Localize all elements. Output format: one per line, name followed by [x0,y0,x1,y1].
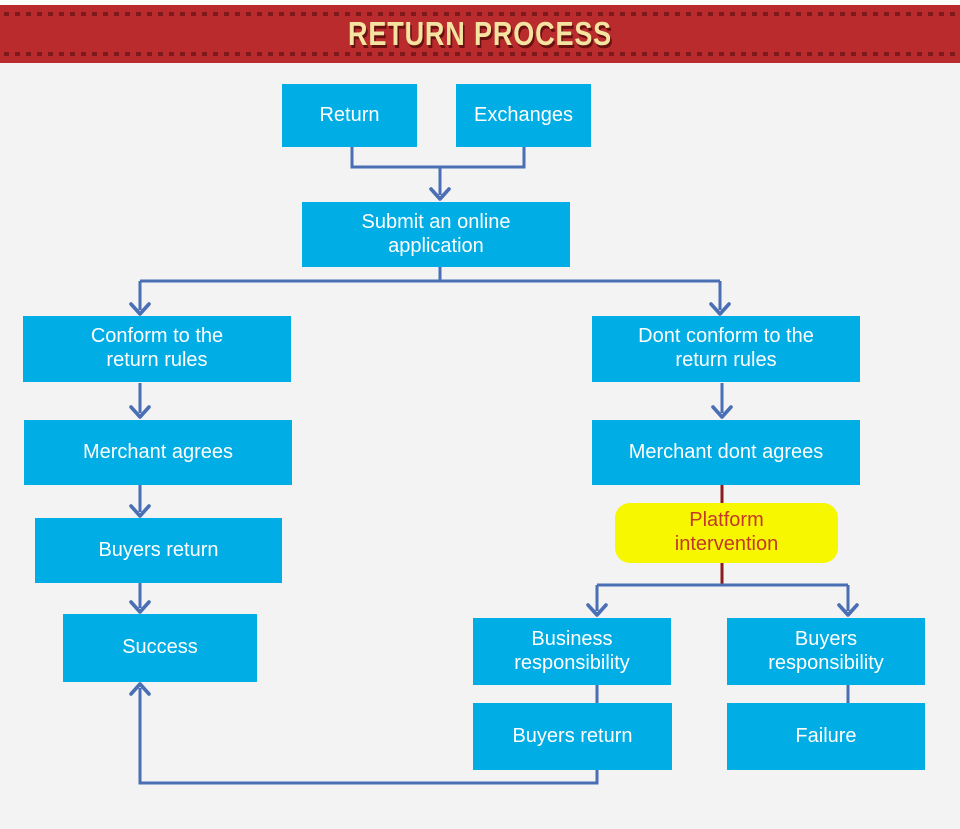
node-label: Dont conform to the return rules [638,325,814,371]
node-failure: Failure [727,703,925,770]
arrow-down-icon [586,603,608,617]
arrow-down-icon [129,405,151,419]
node-label: Exchanges [474,103,573,126]
node-label: Conform to the return rules [90,325,224,371]
arrow-down-icon [129,302,151,316]
node-label: Success [122,636,198,659]
stitch-line-bottom [4,52,956,56]
node-label: Buyers responsibility [768,627,884,674]
arrow-up-icon [129,682,151,696]
node-label: Merchant dont agrees [628,440,824,463]
node-label: Failure [795,724,857,747]
arrow-down-icon [837,603,859,617]
node-return: Return [282,84,417,147]
arrow-down-icon [129,600,151,614]
node-label: Buyers return [98,538,219,561]
node-label: Platform intervention [674,509,779,555]
node-label: Return [319,103,380,126]
node-label: Merchant agrees [82,440,234,463]
node-business-responsibility: Business responsibility [473,618,671,685]
node-label: Business responsibility [514,627,630,674]
node-submit-application: Submit an online application [302,202,570,267]
arrow-down-icon [129,504,151,518]
node-dont-conform-rules: Dont conform to the return rules [592,316,860,382]
node-buyers-return: Buyers return [35,518,282,583]
arrow-down-icon [711,405,733,419]
arrow-down-icon [709,302,731,316]
node-buyers-responsibility: Buyers responsibility [727,618,925,685]
node-platform-intervention: Platform intervention [615,503,838,563]
node-buyers-return-2: Buyers return [473,703,672,770]
node-merchant-dont-agrees: Merchant dont agrees [592,420,860,485]
node-label: Submit an online application [361,210,511,257]
node-exchanges: Exchanges [456,84,591,147]
top-strip [0,0,960,5]
node-success: Success [63,614,257,682]
arrow-down-icon [429,187,451,201]
stitch-line-top [4,12,956,16]
node-label: Buyers return [512,724,633,747]
header-banner: RETURN PROCESS [0,5,960,63]
node-conform-rules: Conform to the return rules [23,316,291,382]
page-title: RETURN PROCESS [347,15,613,52]
node-merchant-agrees: Merchant agrees [24,420,292,485]
